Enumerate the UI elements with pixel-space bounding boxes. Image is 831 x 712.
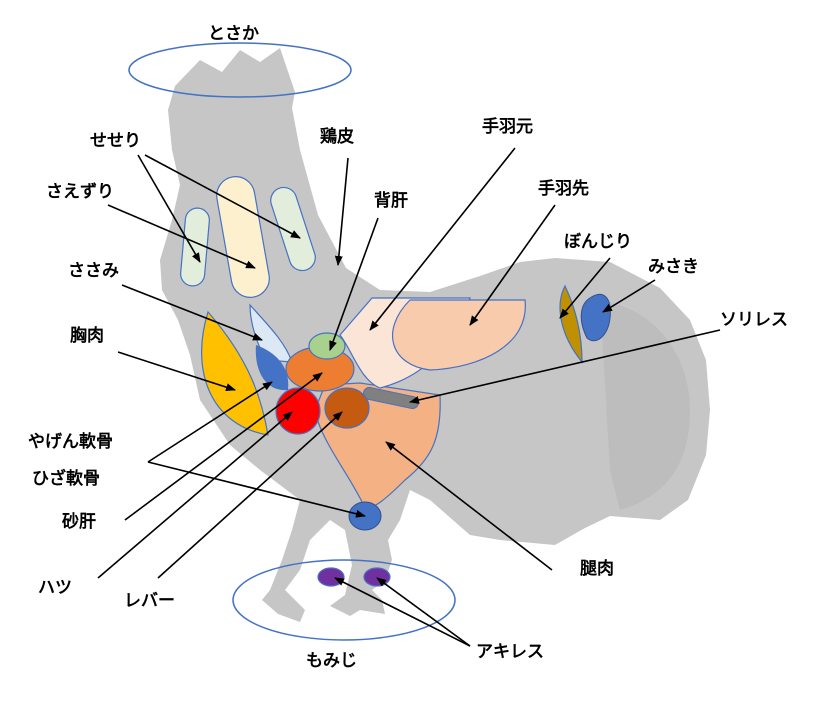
label-sorires: ソリレス [720, 310, 788, 330]
tosaka-ring [128, 42, 352, 98]
label-reba: レバー [124, 591, 175, 611]
label-hiza: ひざ軟骨 [32, 468, 100, 489]
label-momoniku: 腿肉 [580, 558, 614, 579]
labels: とさか せせり さえずり 鶏皮 背肝 手羽元 手羽先 ぼんじり みさき ささみ … [28, 24, 788, 671]
achilles-right [363, 567, 391, 587]
hatsu-shape [275, 387, 321, 435]
label-misaki: みさき [648, 257, 699, 277]
label-tebamoto: 手羽元 [482, 116, 533, 137]
label-torikawa: 鶏皮 [320, 126, 354, 147]
label-tosaka: とさか [208, 24, 259, 44]
label-tebasaki: 手羽先 [538, 178, 589, 199]
achilles-left [317, 567, 345, 587]
label-muneniku: 胸肉 [70, 325, 104, 346]
label-saezuri: さえずり [46, 182, 114, 202]
label-hatsu: ハツ [38, 578, 72, 598]
tebasaki-shape [392, 299, 526, 371]
saezuri-strip [216, 176, 270, 298]
yagen-shape [255, 345, 289, 391]
label-bonjiri: ぼんじり [564, 232, 632, 252]
momiji-ring [232, 559, 456, 641]
label-momiji: もみじ [306, 651, 357, 671]
label-sasami: ささみ [68, 261, 119, 281]
label-seseri: せせり [90, 131, 141, 151]
label-sunagimo: 砂肝 [62, 511, 96, 532]
pointer-arrows [97, 147, 721, 647]
mune-shape [201, 310, 269, 436]
label-yagen: やげん軟骨 [28, 431, 113, 452]
seseri-strip-right [270, 186, 316, 272]
sezuri-shape [308, 332, 346, 360]
label-achilles: アキレス [476, 642, 544, 662]
label-sezuri: 背肝 [374, 190, 408, 211]
